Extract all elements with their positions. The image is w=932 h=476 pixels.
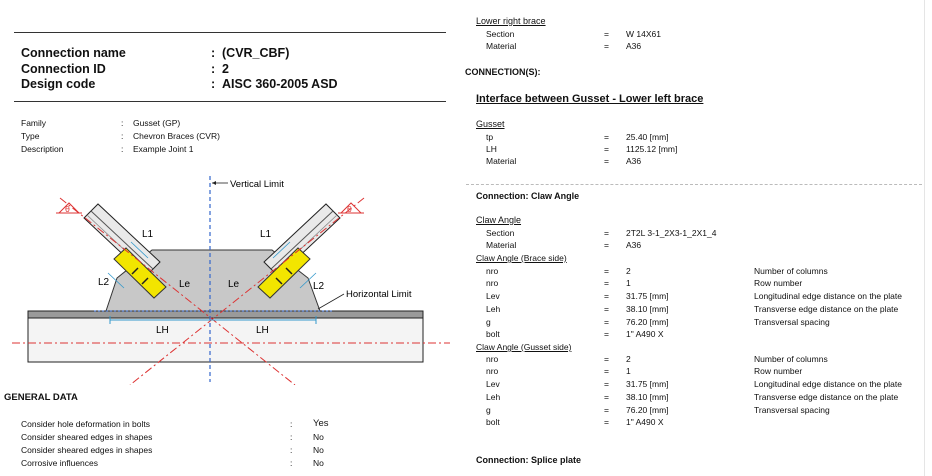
beam-top-flange [27,310,424,319]
theta-left-marker: θ [56,202,82,214]
type-value: Chevron Braces (CVR) [133,131,220,141]
colon: : [211,62,216,76]
lower-right-brace-title: Lower right brace [476,16,546,26]
l2-right-label: L2 [313,281,325,292]
horizontal-limit-label: Horizontal Limit [346,289,412,300]
colon: : [290,458,293,468]
colon: : [211,77,216,91]
theta-right-marker: θ [338,202,364,214]
design-code-label: Design code [21,77,96,91]
colon: : [211,46,216,60]
interface-title: Interface between Gusset - Lower left br… [476,93,704,105]
vertical-limit-label: Vertical Limit [230,179,284,190]
colon: : [121,118,124,128]
general-data-title: GENERAL DATA [4,392,78,403]
colon: : [121,144,124,154]
chevron-brace-diagram: Vertical Limit Horizontal Limit LH LH L1… [12,176,450,385]
description-label: Description [21,144,64,154]
colon: : [290,432,293,442]
general-row-label: Corrosive influences [21,458,99,468]
l1-left-label: L1 [142,229,154,240]
general-row-label: Consider sheared edges in shapes [21,445,153,455]
beam-web [27,317,424,363]
le-right-label: Le [228,279,240,290]
gusset-row: LH=1125.12 [mm] [486,144,678,154]
report-right-column: Lower right brace Section=W 14X61 Materi… [462,0,932,476]
l2-left-label: L2 [98,277,110,288]
colon: : [290,445,293,455]
general-row-value: Yes [313,418,329,429]
gusset-title: Gusset [476,119,505,129]
le-left-label: Le [179,279,191,290]
description-value: Example Joint 1 [133,144,194,154]
lh-right-label: LH [256,325,269,336]
lh-left-label: LH [156,325,169,336]
left-brace-centerline [59,197,296,385]
l1-right-label: L1 [260,229,272,240]
connection-id-label: Connection ID [21,62,106,76]
general-row-label: Consider hole deformation in bolts [21,419,150,429]
gusset-row: Material=A36 [486,156,642,166]
right-claw-angle [257,247,311,299]
connection-name-label: Connection name [21,46,126,60]
header-bottom-rule [14,101,446,102]
left-claw-angle [113,247,167,299]
family-value: Gusset (GP) [133,118,181,128]
theta-right-label: θ [347,205,352,214]
family-label: Family [21,118,47,128]
section-divider [466,184,922,185]
general-row-label: Consider sheared edges in shapes [21,432,153,442]
connections-title: CONNECTION(S): [465,67,541,77]
theta-left-label: θ [65,205,70,214]
connection-id-value: 2 [222,62,229,76]
design-code-value: AISC 360-2005 ASD [222,77,338,91]
general-row-value: No [313,432,324,442]
gusset-row: tp=25.40 [mm] [486,132,669,142]
type-label: Type [21,131,40,141]
colon: : [290,419,293,429]
general-row-value: No [313,445,324,455]
right-brace-centerline [129,197,365,385]
connection-name-value: (CVR_CBF) [222,46,290,60]
lower-right-brace-row: Section=W 14X61 [486,29,661,39]
page-edge [924,0,925,476]
general-row-value: No [313,458,324,468]
header-top-rule [14,32,446,33]
colon: : [121,131,124,141]
lower-right-brace-row: Material=A36 [486,41,642,51]
report-left-column: Connection name : (CVR_CBF) Connection I… [0,0,460,476]
